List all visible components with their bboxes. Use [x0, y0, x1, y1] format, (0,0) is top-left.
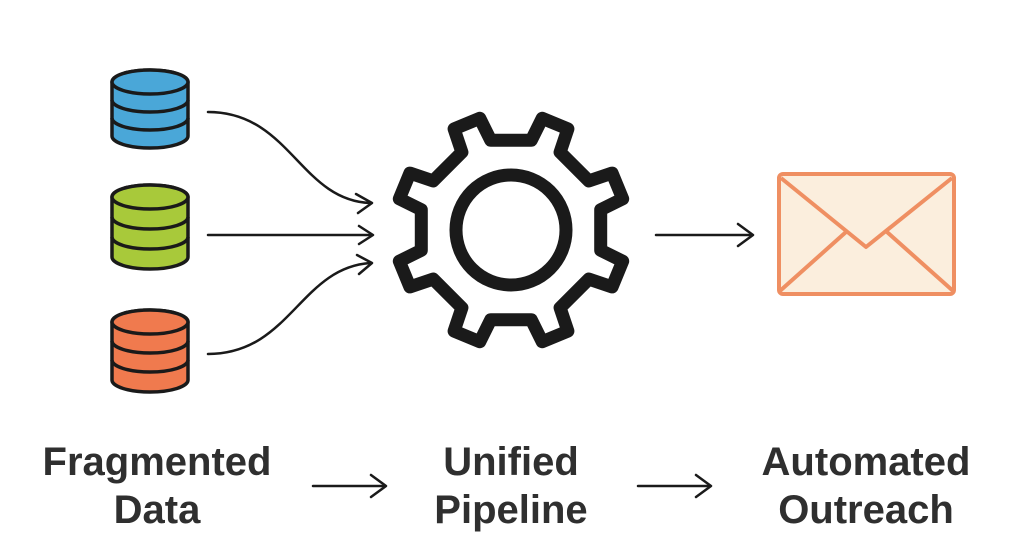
envelope-icon	[777, 172, 956, 296]
label-automated-outreach-line1: Automated	[762, 440, 971, 484]
arrow-head-orange	[355, 253, 374, 276]
arrow-to-envelope	[654, 222, 755, 248]
arrow-from-orange	[206, 261, 372, 356]
label-automated-outreach-line2: Outreach	[778, 488, 954, 532]
gear-outline	[392, 111, 630, 349]
gear-center-hole	[449, 168, 573, 292]
envelope-body	[777, 172, 956, 296]
database-top	[110, 308, 190, 336]
database-icon-orange	[110, 308, 190, 394]
envelope-fold-right	[885, 230, 954, 292]
label-arrows	[311, 473, 713, 499]
database-top	[110, 183, 190, 211]
converging-arrows	[206, 110, 375, 356]
label-unified-pipeline-line2: Pipeline	[434, 488, 587, 532]
label-fragmented-data-line2: Data	[114, 488, 201, 532]
database-top	[110, 68, 190, 96]
label-unified-pipeline-line1: Unified	[443, 440, 579, 484]
database-icon-green	[110, 183, 190, 271]
arrow-from-blue	[206, 110, 372, 205]
arrow-head-green	[357, 224, 375, 246]
label-fragmented-data-line1: Fragmented	[43, 440, 272, 484]
arrow-head-blue	[354, 192, 374, 215]
envelope-flap	[779, 176, 954, 249]
database-icon-blue	[110, 68, 190, 150]
envelope-fold-left	[779, 230, 848, 292]
gear-icon	[392, 111, 630, 349]
